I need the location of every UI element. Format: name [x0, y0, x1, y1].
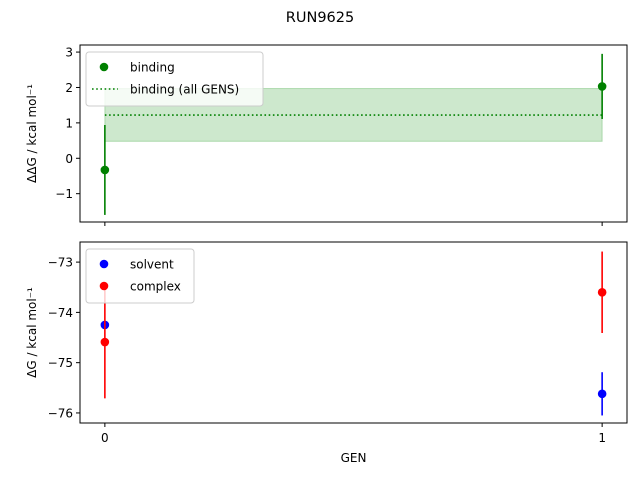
y-tick-label: −74: [48, 306, 73, 320]
y-tick-label: 1: [65, 116, 73, 130]
y-tick-label: 3: [65, 46, 73, 60]
axes-frame: [79, 241, 628, 424]
legend-label: solvent: [130, 258, 174, 272]
x-tick-label: 0: [101, 431, 109, 445]
y-tick-label: −75: [48, 356, 73, 370]
legend-label: complex: [130, 280, 181, 294]
y-tick-label: 0: [65, 152, 73, 166]
data-point: [100, 337, 110, 347]
legend-label: binding: [130, 61, 175, 75]
legend-marker: [99, 259, 109, 269]
data-point: [597, 82, 607, 91]
x-tick-label: 1: [598, 431, 606, 445]
legend-label: binding (all GENS): [130, 83, 239, 97]
y-tick-label: −73: [48, 256, 73, 270]
y-axis-label: ΔG / kcal mol⁻¹: [25, 287, 39, 378]
y-axis-label: ΔΔG / kcal mol⁻¹: [25, 84, 39, 183]
legend-box: [85, 51, 264, 107]
axes-frame: [79, 44, 628, 223]
data-point: [100, 165, 110, 175]
legend-box: [85, 248, 195, 304]
y-tick-label: −1: [55, 187, 73, 201]
x-axis-label: GEN: [341, 451, 367, 465]
legend-marker: [99, 62, 109, 72]
data-point: [597, 287, 607, 297]
data-point: [597, 389, 607, 399]
y-tick-label: −76: [48, 406, 73, 420]
legend-marker: [99, 281, 109, 291]
figure-title: RUN9625: [286, 10, 354, 26]
y-tick-label: 2: [65, 81, 73, 95]
